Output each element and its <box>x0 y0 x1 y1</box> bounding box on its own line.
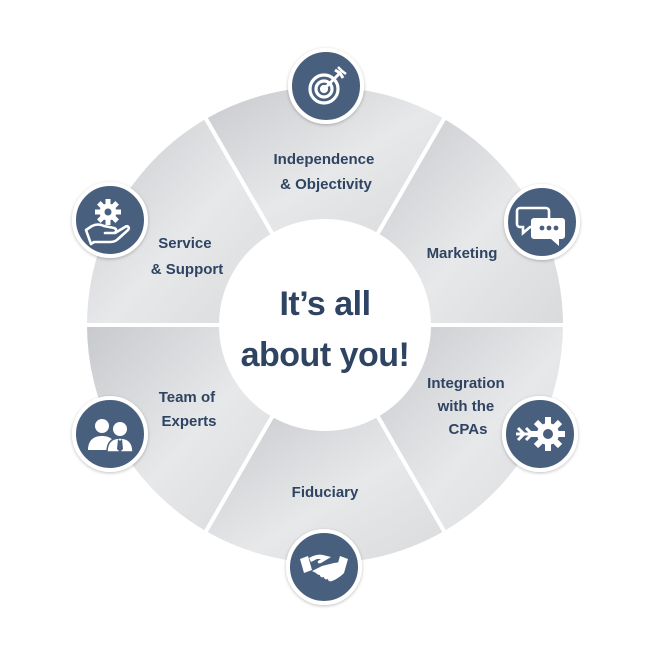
badge-integration <box>502 396 578 472</box>
badge-circle <box>72 396 148 472</box>
gear-hand-icon <box>84 199 131 246</box>
center-title-line2: about you! <box>241 336 410 374</box>
segments-group <box>82 82 568 568</box>
label-team: Team of Experts <box>159 389 220 430</box>
badge-service <box>72 182 148 258</box>
label-independence: Independence & Objectivity <box>273 151 378 193</box>
badge-marketing <box>504 184 580 260</box>
target-icon <box>308 66 347 105</box>
chat-bubbles-icon <box>515 206 565 246</box>
center-title-line1: It’s all <box>279 285 370 323</box>
center-circle <box>221 221 429 429</box>
label-integration: Integration with the CPAs <box>427 375 509 438</box>
segment-labels: Independence & Objectivity Marketing Int… <box>151 151 509 501</box>
badge-fiduciary <box>286 529 362 605</box>
team-people-icon <box>88 419 134 453</box>
badge-team <box>72 396 148 472</box>
label-service: Service & Support <box>151 235 224 278</box>
label-marketing: Marketing <box>427 245 498 262</box>
handshake-icon <box>300 554 348 582</box>
badge-independence <box>288 48 364 124</box>
arrow-gear-icon <box>516 417 565 451</box>
label-fiduciary: Fiduciary <box>292 484 359 501</box>
